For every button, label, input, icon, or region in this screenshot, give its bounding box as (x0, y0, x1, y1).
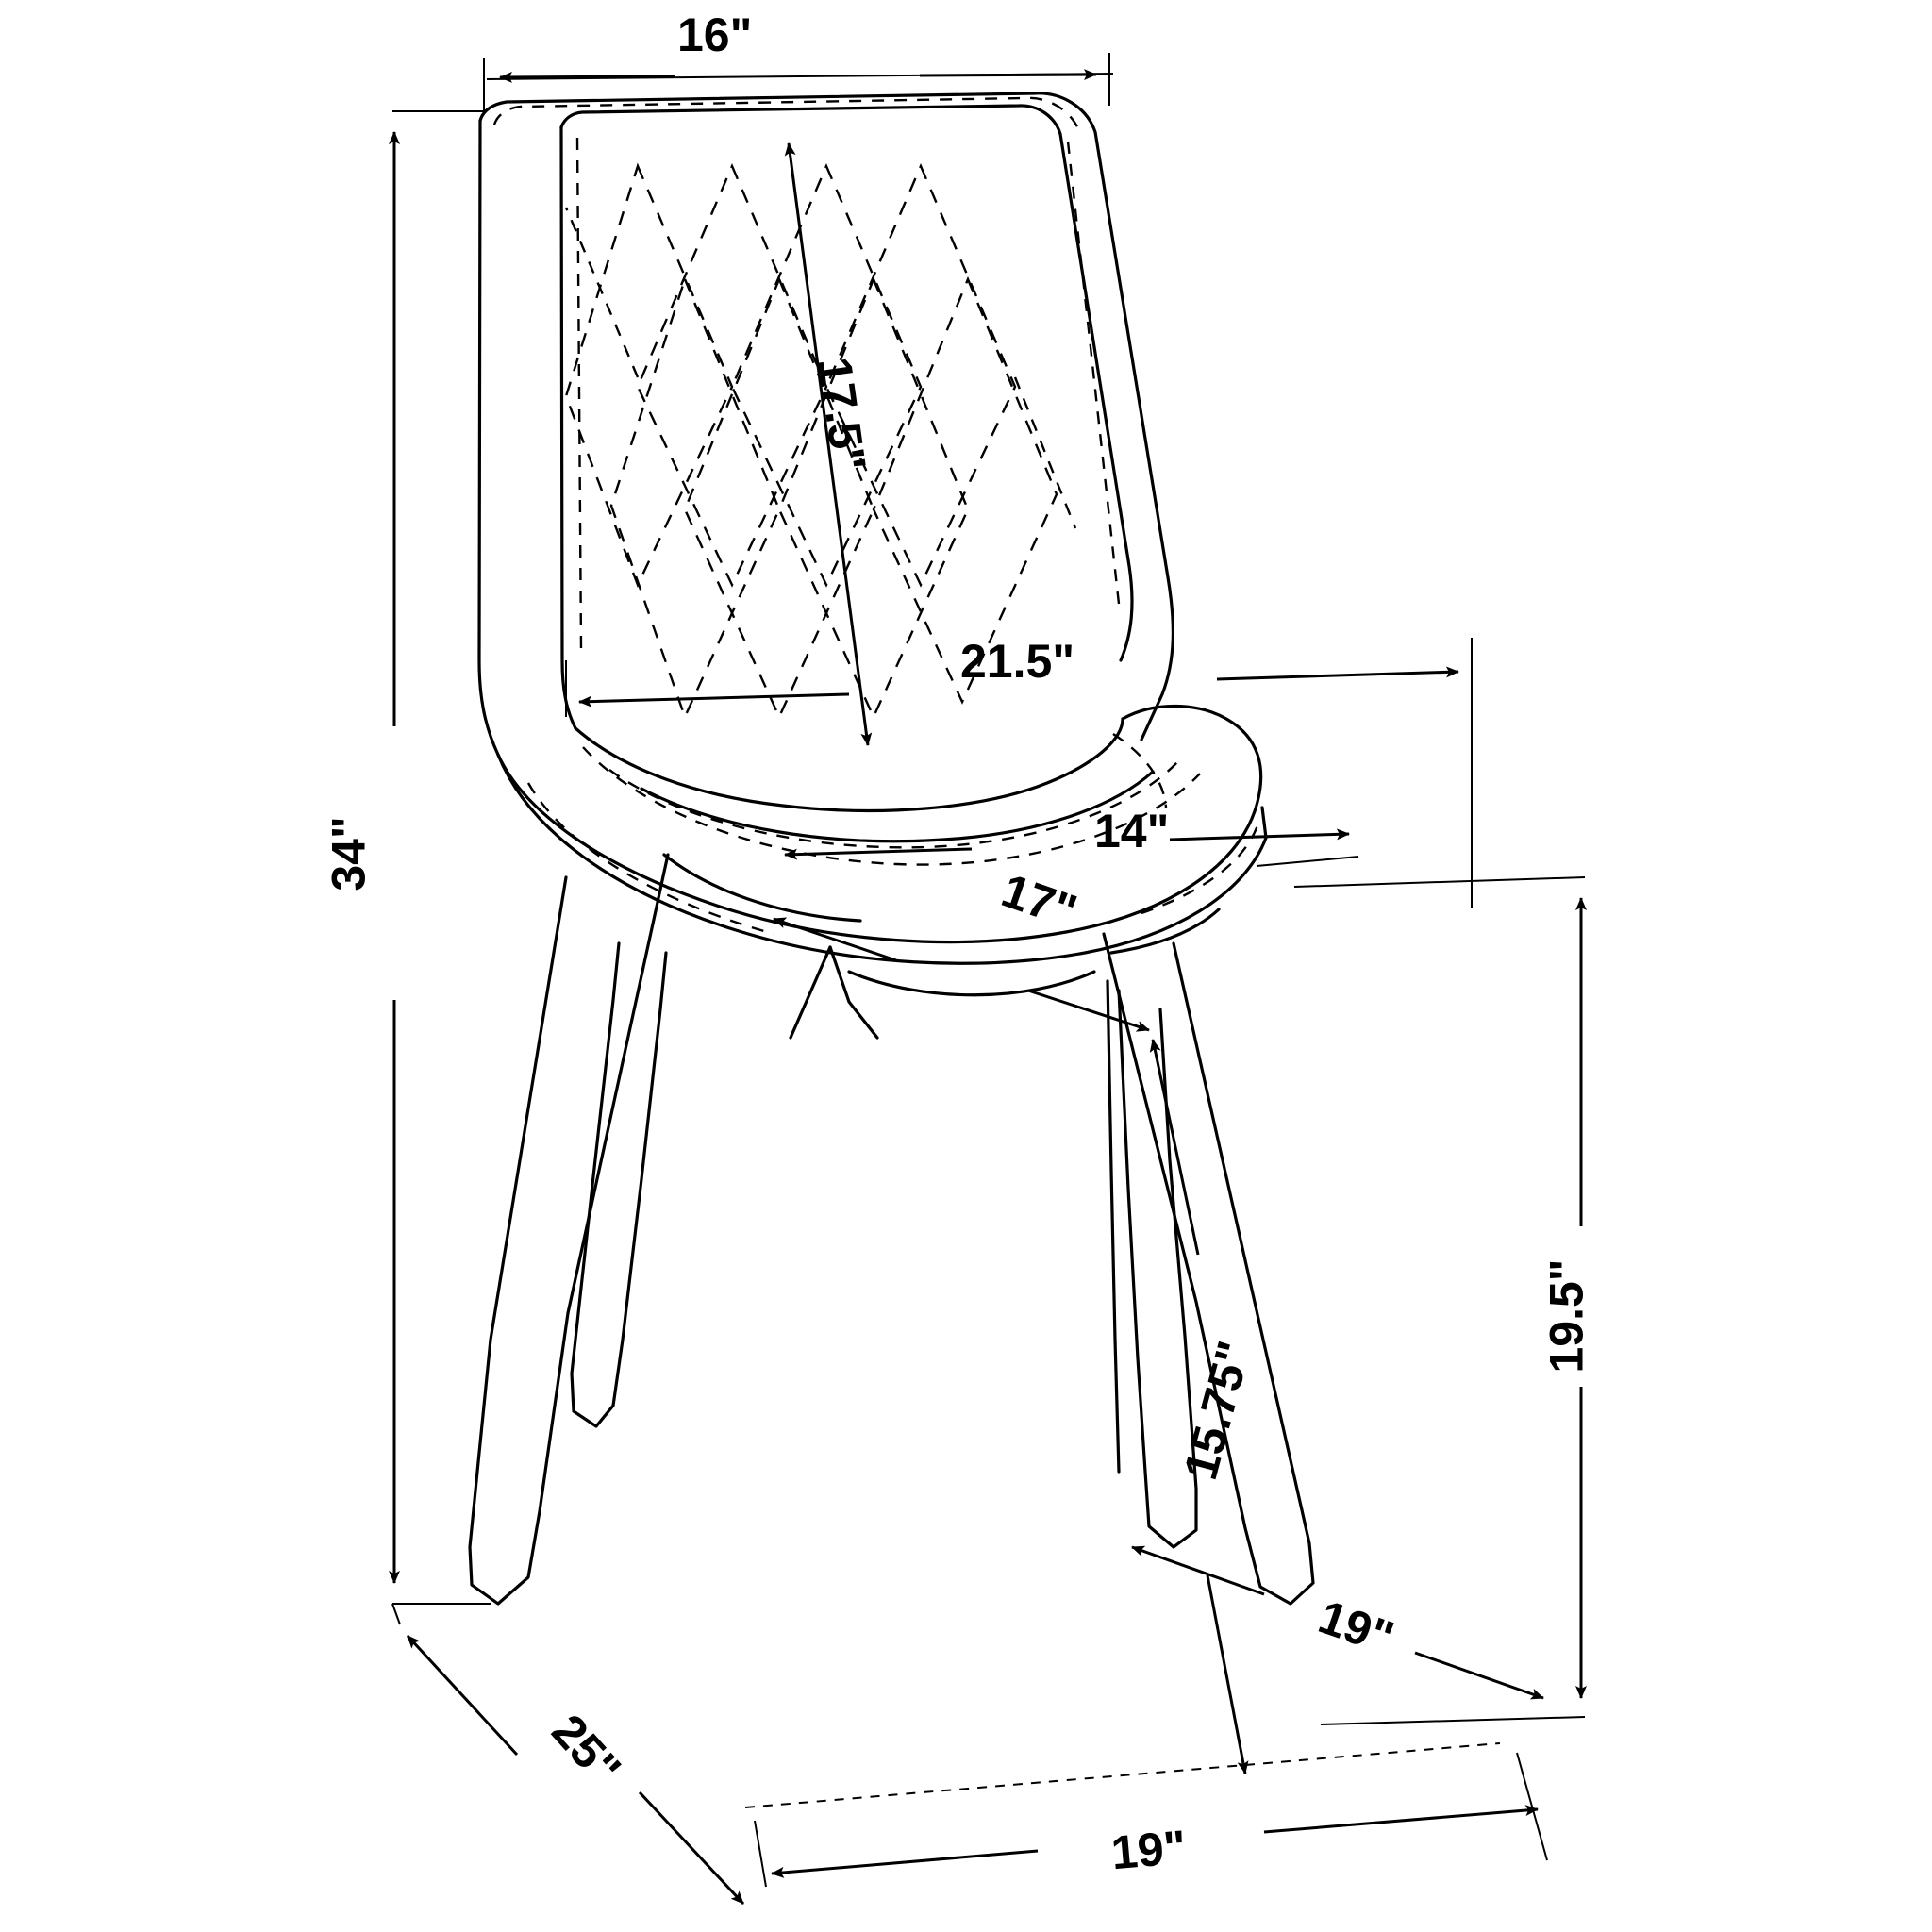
dim-16-line (483, 53, 1114, 111)
dimension-label-19p5: 19.5" (1540, 1258, 1593, 1374)
dim-21p5-line (565, 638, 1473, 908)
dim-19-diagonal-line (1131, 1545, 1544, 1700)
dimension-label-34: 34" (322, 816, 375, 891)
dimension-label-14: 14" (1094, 805, 1170, 858)
dimension-label-19-base: 19" (1108, 1820, 1189, 1880)
dim-14-line (784, 828, 1359, 867)
dim-17-line (773, 917, 1150, 1032)
dim-34-line (389, 110, 491, 1605)
dimension-label-21p5: 21.5" (960, 635, 1075, 688)
dimension-label-16: 16" (677, 8, 753, 61)
chair-outline (468, 92, 1315, 1606)
base-footprint (744, 1742, 1501, 1808)
dim-19-base-line (754, 1752, 1548, 1888)
dim-17p5-line (784, 142, 873, 746)
dim-15p75-line (1149, 1039, 1249, 1774)
dimension-lines (389, 53, 1587, 1906)
dim-19p5-line (1293, 876, 1587, 1725)
dim-25-line (391, 1603, 745, 1906)
